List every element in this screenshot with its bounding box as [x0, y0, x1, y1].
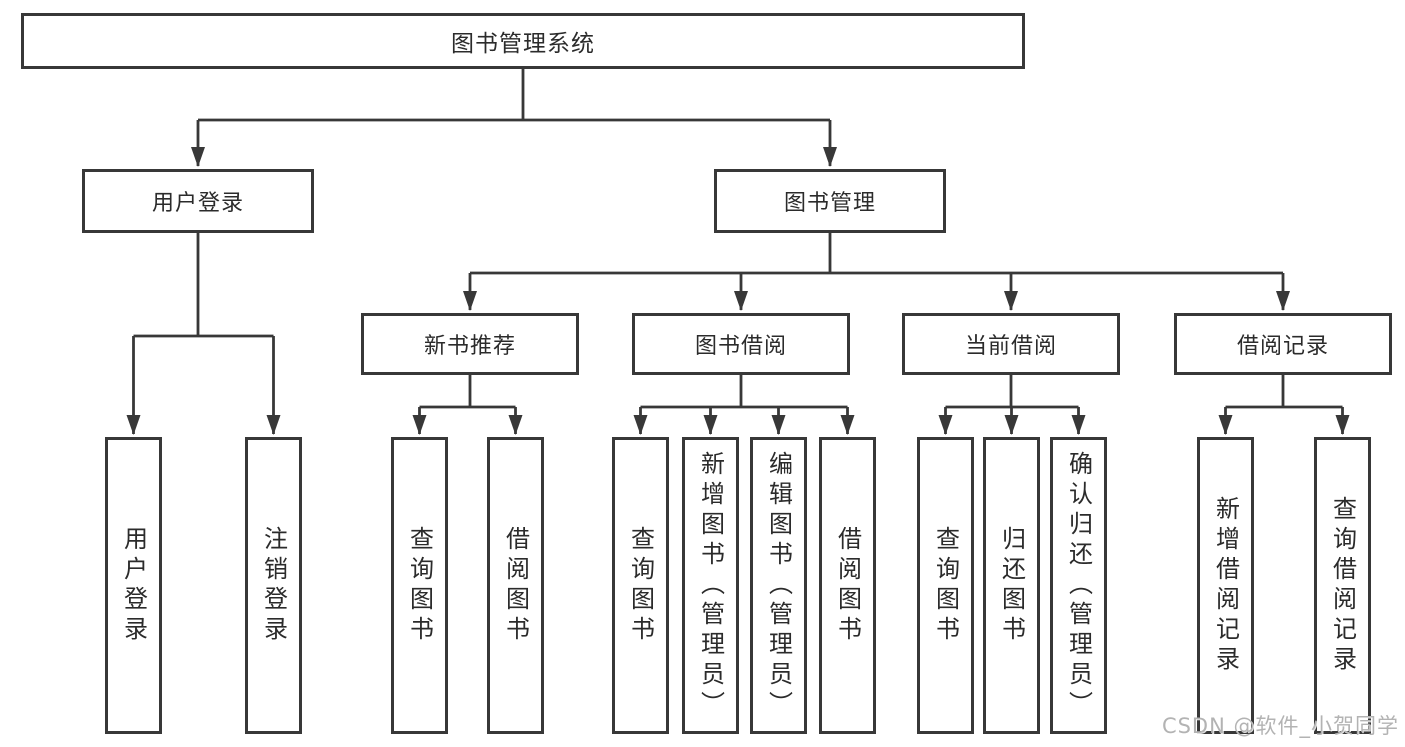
leaf-logout: 注销登录: [245, 437, 302, 734]
leaf-confirm-return-admin-label: 确认归还（管理员）: [1064, 450, 1093, 721]
leaf-add-borrow-record: 新增借阅记录: [1197, 437, 1254, 734]
leaf-borrow-book: 借阅图书: [819, 437, 876, 734]
node-current-borrow: 当前借阅: [902, 313, 1120, 375]
leaf-logout-label: 注销登录: [259, 525, 288, 646]
leaf-query-book-current: 查询图书: [917, 437, 974, 734]
node-new-book-recommend-label: 新书推荐: [423, 334, 516, 359]
leaf-add-book-admin: 新增图书（管理员）: [682, 437, 739, 734]
node-new-book-recommend: 新书推荐: [361, 313, 579, 375]
leaf-edit-book-admin: 编辑图书（管理员）: [750, 437, 807, 734]
leaf-borrow-book-recommend: 借阅图书: [487, 437, 544, 734]
node-book-borrow-label: 图书借阅: [694, 334, 787, 359]
watermark: CSDN @软件_小贺同学: [1161, 714, 1399, 738]
leaf-query-book-current-label: 查询图书: [931, 525, 960, 646]
leaf-query-book-recommend: 查询图书: [391, 437, 448, 734]
node-user-login: 用户登录: [82, 169, 314, 233]
node-root: 图书管理系统: [21, 13, 1025, 69]
leaf-query-book-recommend-label: 查询图书: [405, 525, 434, 646]
node-borrow-record-label: 借阅记录: [1236, 334, 1329, 359]
leaf-borrow-book-label: 借阅图书: [833, 525, 862, 646]
leaf-query-book-borrow-label: 查询图书: [626, 525, 655, 646]
leaf-query-book-borrow: 查询图书: [612, 437, 669, 734]
node-book-borrow: 图书借阅: [632, 313, 850, 375]
node-current-borrow-label: 当前借阅: [964, 334, 1057, 359]
connector-trunks: [133, 68, 1343, 409]
leaf-query-borrow-record: 查询借阅记录: [1314, 437, 1371, 734]
leaf-user-login-label: 用户登录: [119, 525, 148, 646]
leaf-borrow-book-recommend-label: 借阅图书: [501, 525, 530, 646]
leaf-return-book: 归还图书: [983, 437, 1040, 734]
node-borrow-record: 借阅记录: [1174, 313, 1392, 375]
leaf-return-book-label: 归还图书: [997, 525, 1026, 646]
leaf-add-borrow-record-label: 新增借阅记录: [1211, 495, 1240, 676]
leaf-edit-book-admin-label: 编辑图书（管理员）: [764, 450, 793, 721]
leaf-add-book-admin-label: 新增图书（管理员）: [696, 450, 725, 721]
leaf-confirm-return-admin: 确认归还（管理员）: [1050, 437, 1107, 734]
node-book-manage-label: 图书管理: [783, 191, 876, 216]
node-root-label: 图书管理系统: [451, 31, 595, 57]
node-book-manage: 图书管理: [714, 169, 946, 233]
leaf-query-borrow-record-label: 查询借阅记录: [1328, 495, 1357, 676]
node-user-login-label: 用户登录: [151, 191, 244, 216]
leaf-user-login: 用户登录: [105, 437, 162, 734]
